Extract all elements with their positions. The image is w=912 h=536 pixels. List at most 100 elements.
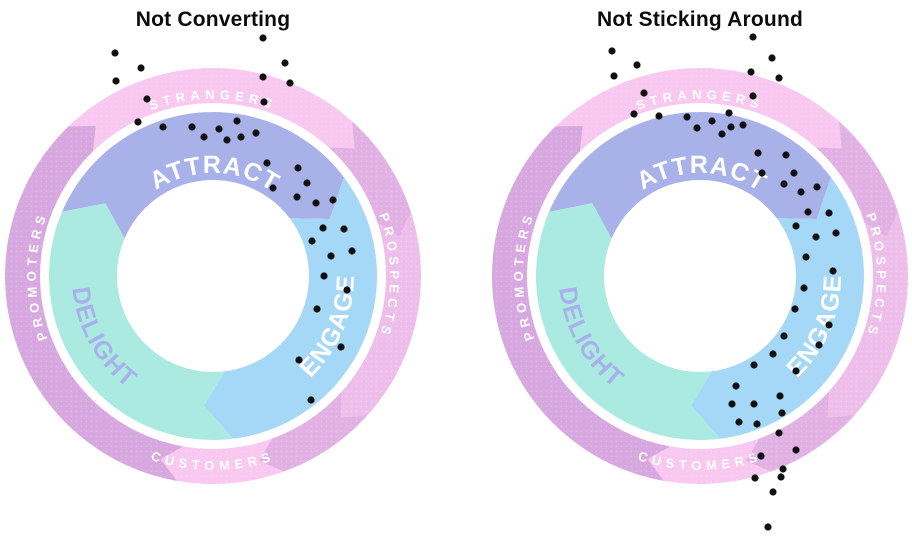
person-dot [776, 392, 784, 400]
person-dot [768, 54, 776, 62]
person-dot [340, 225, 348, 233]
person-dot [295, 356, 303, 364]
person-dot [294, 164, 302, 172]
person-dot [747, 68, 755, 76]
person-dot [237, 133, 245, 141]
segment-engage [203, 177, 377, 439]
person-dot [708, 117, 716, 125]
person-dot [753, 420, 761, 428]
person-dot [791, 305, 799, 313]
person-dot [779, 465, 787, 473]
person-dot [281, 59, 289, 67]
person-dot [608, 47, 616, 55]
person-dot [727, 123, 735, 131]
person-dot [320, 272, 328, 280]
person-dot [233, 117, 241, 125]
flywheel-not-converting: STRANGERSPROSPECTSCUSTOMERSPROMOTERSATTR… [4, 34, 422, 484]
person-dot [337, 343, 345, 351]
person-dot [782, 151, 790, 159]
diagram-title-right: Not Sticking Around [596, 8, 804, 31]
person-dot [769, 488, 777, 496]
person-dot [307, 396, 315, 404]
person-dot [200, 133, 208, 141]
person-dot [329, 196, 337, 204]
person-dot [750, 400, 758, 408]
person-dot [188, 123, 196, 131]
person-dot [777, 473, 785, 481]
person-dot [655, 112, 663, 120]
person-dot [790, 169, 798, 177]
person-dot [825, 209, 833, 217]
person-dot [754, 149, 762, 157]
person-dot [286, 79, 294, 87]
person-dot [215, 125, 223, 133]
diagram-title-left: Not Converting [135, 8, 291, 31]
person-dot [775, 429, 783, 437]
person-dot [751, 474, 759, 482]
person-dot [792, 446, 800, 454]
person-dot [735, 418, 743, 426]
person-dot [308, 237, 316, 245]
person-dot [312, 199, 320, 207]
person-dot [259, 73, 267, 81]
person-dot [111, 49, 119, 57]
person-dot [764, 523, 772, 531]
person-dot [778, 409, 786, 417]
person-dot [800, 284, 808, 292]
person-dot [769, 350, 777, 358]
person-dot [792, 367, 800, 375]
person-dot [143, 95, 151, 103]
person-dot [683, 113, 691, 121]
person-dot [797, 188, 805, 196]
segment-delight [536, 203, 720, 440]
person-dot [758, 169, 766, 177]
person-dot [802, 253, 810, 261]
ring-label-promoters-text: PROMOTERS [24, 209, 45, 343]
person-dot [252, 129, 260, 137]
person-dot [757, 452, 765, 460]
person-dot [829, 267, 837, 275]
segment-delight [48, 203, 233, 440]
person-dot [693, 124, 701, 132]
person-dot [259, 34, 267, 42]
person-dot [269, 184, 277, 192]
person-dot [640, 89, 648, 97]
person-dot [610, 72, 618, 80]
person-dot [293, 193, 301, 201]
person-dot [263, 159, 271, 167]
person-dot [137, 64, 145, 72]
person-dot [303, 179, 311, 187]
person-dot [825, 321, 833, 329]
person-dot [718, 130, 726, 138]
person-dot [750, 361, 758, 369]
person-dot [749, 33, 757, 41]
ring-label-promoters: PROMOTERS [24, 209, 50, 343]
ring-label-promoters-text: PROMOTERS [511, 209, 532, 343]
person-dot [775, 74, 783, 82]
person-dot [732, 382, 740, 390]
person-dot [327, 252, 335, 260]
person-dot [633, 61, 641, 69]
person-dot [343, 286, 351, 294]
ring-label-promoters: PROMOTERS [511, 209, 537, 343]
person-dot [792, 222, 800, 230]
person-dot [780, 332, 788, 340]
person-dot [319, 224, 327, 232]
dots-not-converting [111, 34, 356, 404]
person-dot [749, 92, 757, 100]
person-dot [813, 183, 821, 191]
person-dot [348, 247, 356, 255]
person-dot [812, 233, 820, 241]
dots-not-sticking-around [608, 33, 840, 531]
person-dot [728, 400, 736, 408]
person-dot [112, 77, 120, 85]
segment-engage [690, 177, 864, 439]
person-dot [630, 110, 638, 118]
person-dot [159, 123, 167, 131]
person-dot [134, 118, 142, 126]
segment-attract [62, 112, 344, 239]
person-dot [780, 180, 788, 188]
person-dot [313, 305, 321, 313]
person-dot [815, 341, 823, 349]
